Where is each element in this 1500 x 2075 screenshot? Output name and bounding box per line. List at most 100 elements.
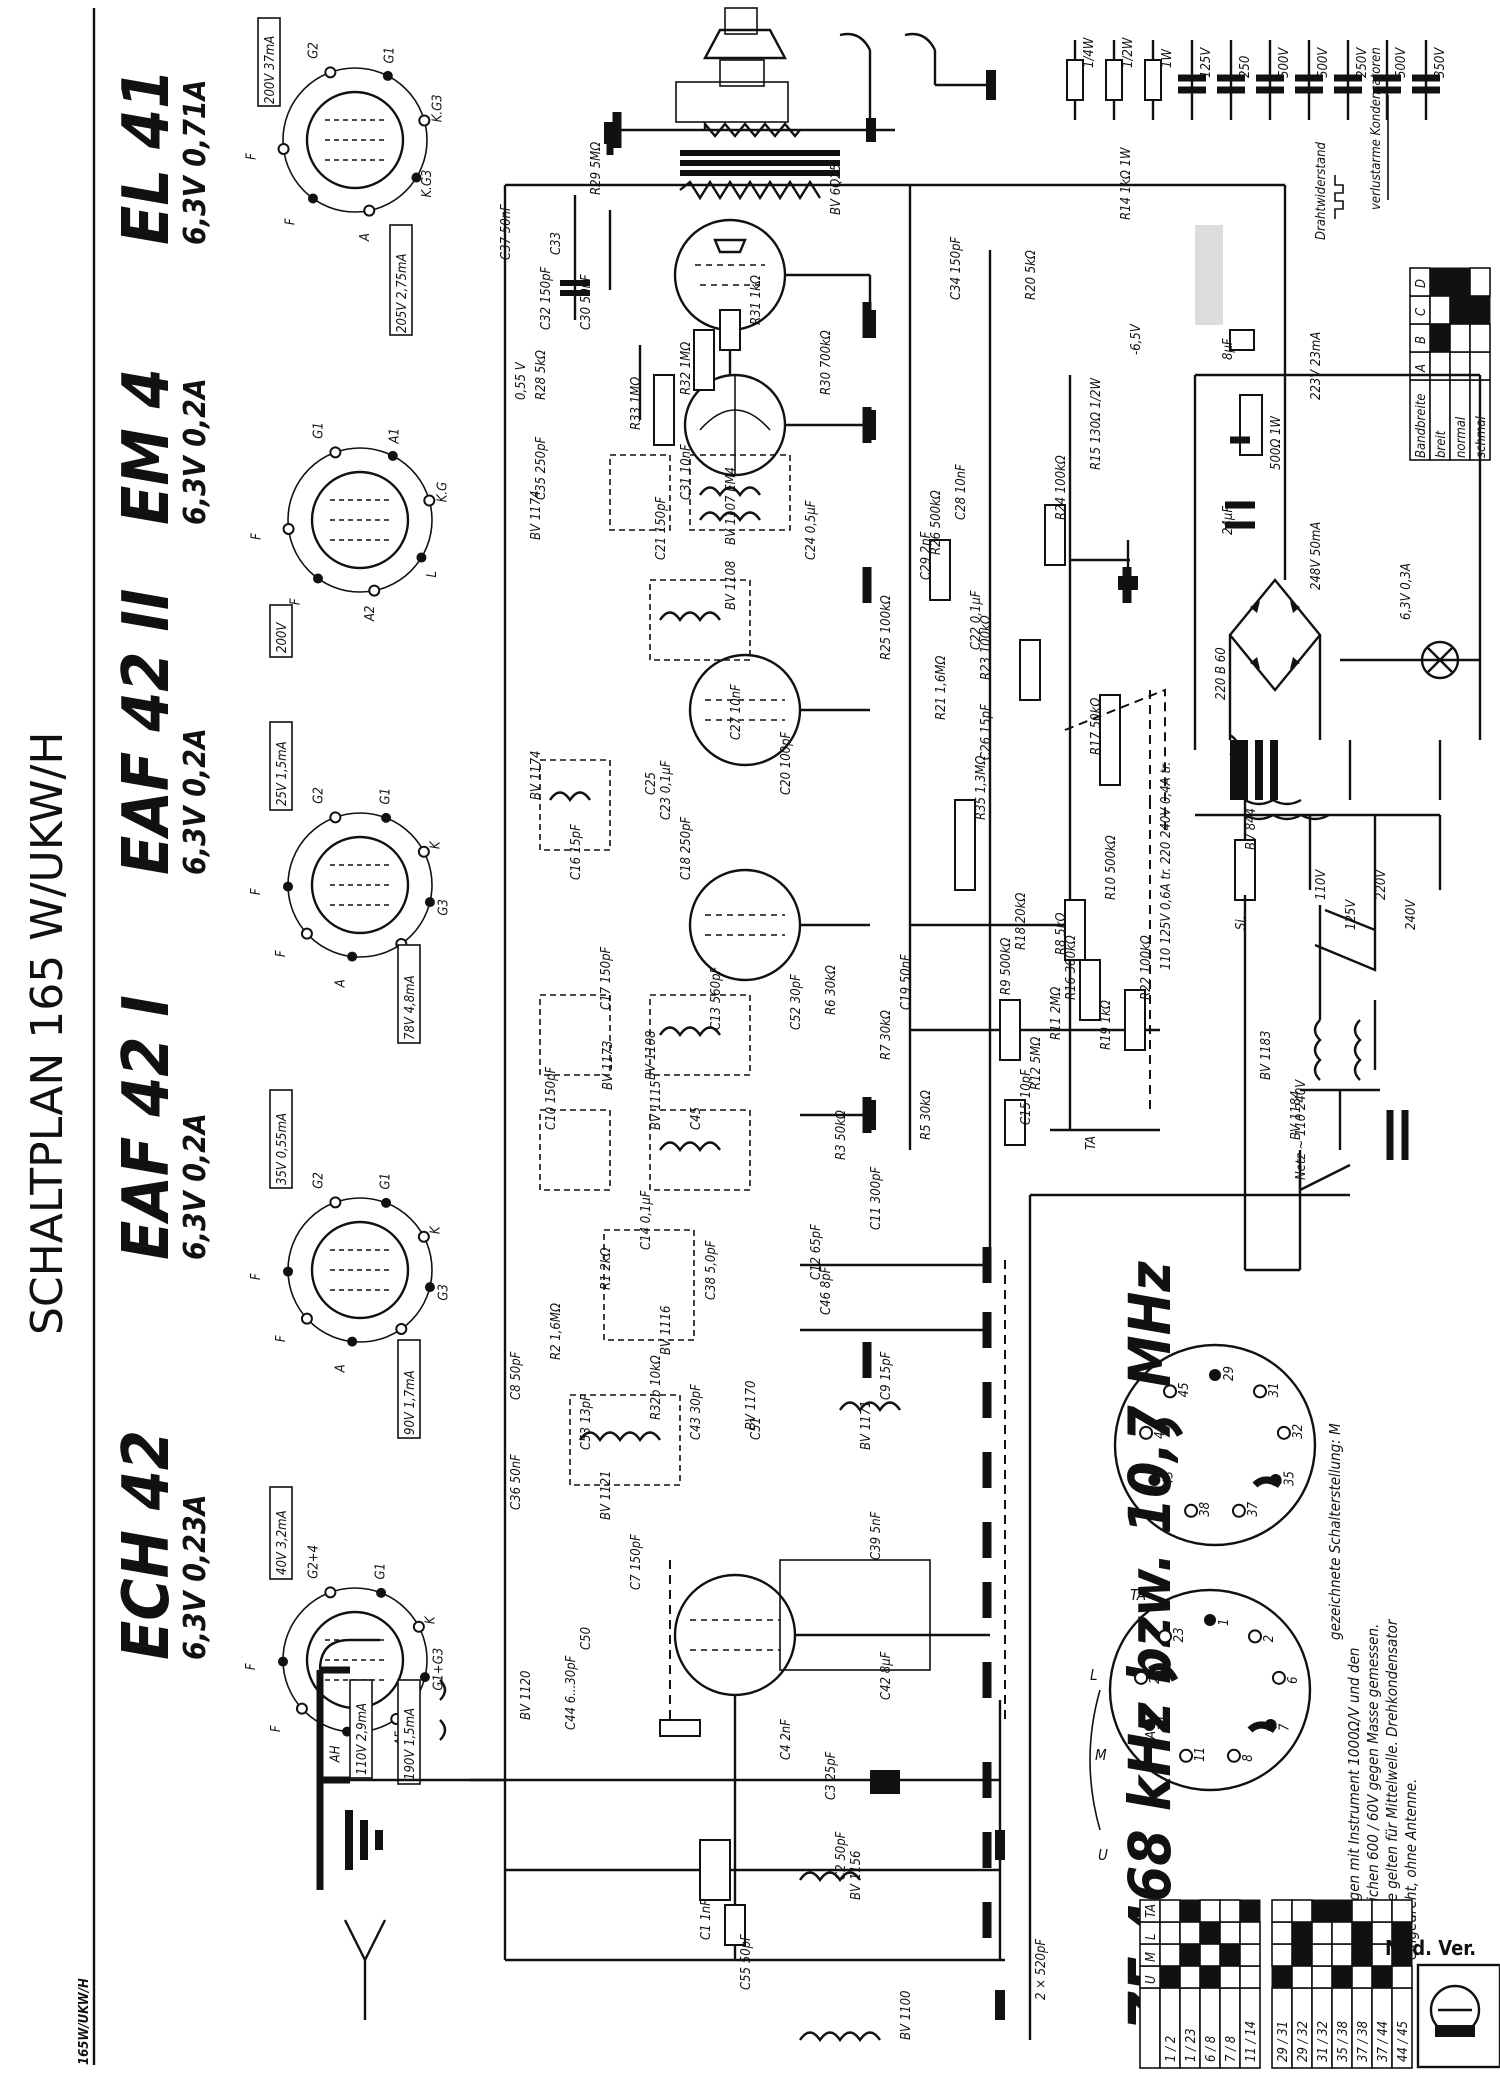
component-label: C11 300pF <box>869 1166 884 1230</box>
tube-voltage-labels: 200V 37mA 205V 2,75mA 200V 25V 1,5mA 78V… <box>257 17 421 1785</box>
switch-table-row-label: 35 / 38 <box>1336 2021 1351 2062</box>
power-rating-label: 500V <box>1316 47 1331 78</box>
coil-label: BV 1184 <box>1289 1091 1304 1141</box>
socket-pin-label: F <box>244 1663 259 1670</box>
socket-pin <box>381 812 392 823</box>
component-label: R32 1MΩ <box>679 342 694 395</box>
coil-label: BV 1171 <box>859 1401 874 1451</box>
socket-pin <box>278 1656 289 1667</box>
socket-pin-label: A2 <box>363 606 378 622</box>
socket-pin-label: G2 <box>312 1172 327 1189</box>
input-section <box>316 1638 1005 2043</box>
switch-table-cell <box>1331 1899 1353 1923</box>
component-label: R12 5MΩ <box>1029 1037 1044 1090</box>
power-supply-label: 8µF <box>1221 338 1236 360</box>
tube-envelope <box>310 1220 410 1320</box>
coil-label: BV 1121 <box>599 1471 614 1521</box>
wafer-contact <box>1226 1748 1241 1763</box>
component-label: C23 0,1µF <box>659 760 674 820</box>
switch-table-row-label: 11 / 14 <box>1244 2021 1259 2062</box>
tube-sockets: G2G1K.G3K.G3AFFG1A1K.GLA2FFG2G1KG3DAFFG2… <box>244 42 451 1763</box>
socket-pin <box>363 204 376 217</box>
switch-table-cell <box>1391 1899 1413 1923</box>
wafer-contact-label: 32 <box>1291 1424 1306 1439</box>
socket-pin-label: K.G3 <box>420 170 435 198</box>
component-label: R19 1kΩ <box>1099 1000 1114 1050</box>
power-rating-label: 250 <box>1238 56 1253 78</box>
switch-table-cell <box>1179 1965 1201 1989</box>
switch-table-cell <box>1351 1899 1373 1923</box>
wafer-contact <box>1143 1719 1156 1731</box>
ta-wafer-label: TA <box>1144 1731 1159 1745</box>
socket-pin-label: F <box>284 218 299 225</box>
power-rating-label: 125V <box>1199 47 1214 78</box>
wafer-contact <box>1134 1670 1149 1685</box>
coil-label: BV 1100 <box>899 1991 914 2041</box>
circuit-wiring <box>316 7 1482 2043</box>
wafer-position-ta: TA <box>1130 1586 1146 1604</box>
wafer-contact <box>1209 1369 1221 1381</box>
trimmer-note: 2 × 520pF <box>1034 1939 1049 2000</box>
socket-pin <box>295 1702 308 1715</box>
socket-pin <box>282 522 295 535</box>
socket-pin-label: F <box>274 950 289 957</box>
socket-pin <box>277 142 290 155</box>
component-label: R11 2MΩ <box>1049 987 1064 1040</box>
socket-pin <box>411 172 422 183</box>
component-label: R8 5kΩ <box>1054 913 1069 955</box>
socket-pin-label: K <box>428 1225 443 1234</box>
power-rating-label: 1/2W <box>1121 37 1136 68</box>
tube-name-ech42: ECH 42 <box>110 1430 184 1660</box>
socket-pin <box>324 1586 337 1599</box>
component-label: C51 <box>749 1417 764 1440</box>
el41-voltage-a: 205V 2,75mA <box>395 254 410 333</box>
coil-label: BV 1174 <box>529 491 544 541</box>
switch-table-cell <box>1159 1899 1181 1923</box>
component-label: R26 500kΩ <box>929 490 944 555</box>
power-transformer <box>1195 734 1442 821</box>
wafer-contact <box>1252 1384 1267 1399</box>
component-label: C18 250pF <box>679 816 694 880</box>
ech42-voltage-af: 110V 2,9mA <box>355 1703 370 1775</box>
component-label: C43 30pF <box>689 1384 704 1440</box>
bandwidth-row-label: breit <box>1434 430 1449 458</box>
component-label: R32b 10kΩ <box>649 1355 664 1420</box>
component-label: C34 150pF <box>949 236 964 300</box>
component-label: C55 50pF <box>739 1934 754 1990</box>
socket-pin <box>418 114 431 127</box>
switch-table-header: M <box>1144 1952 1159 1962</box>
bandwidth-row-label: normal <box>1454 416 1469 458</box>
bandwidth-row-label: Bandbreite <box>1414 394 1429 459</box>
socket-pin <box>368 584 381 597</box>
component-label: C4 2nF <box>779 1719 794 1760</box>
component-label: R17 50kΩ <box>1089 698 1104 755</box>
component-label: C22 0,1µF <box>969 590 984 650</box>
component-label: C29 2nF <box>919 531 934 580</box>
socket-pin-label: A <box>334 979 349 988</box>
component-label: R10 500kΩ <box>1104 835 1119 900</box>
switch-table-cell <box>1371 1965 1393 1989</box>
wafer-contact <box>1204 1614 1216 1626</box>
switch-table-row-label: 31 / 32 <box>1316 2021 1331 2062</box>
component-label: C52 30pF <box>789 974 804 1030</box>
component-label: C15 10pF <box>1019 1069 1034 1125</box>
el41-output-stage <box>560 195 876 375</box>
component-label: C31 10nF <box>679 444 694 500</box>
tube-envelope <box>310 835 410 935</box>
socket-pin <box>329 446 342 459</box>
socket-pin <box>417 845 430 858</box>
wafer-contact-label: 6 <box>1286 1676 1301 1683</box>
verlustarme-label: verlustarme Kondensatoren <box>1369 47 1384 210</box>
switch-table-row-label: 6 / 8 <box>1204 2036 1219 2062</box>
wafer-contact-label: 29 <box>1222 1366 1237 1381</box>
socket-pin <box>283 1266 294 1277</box>
component-label: R5 30kΩ <box>919 1090 934 1140</box>
mains-tap-label: 110V <box>1314 869 1329 900</box>
socket-pin-label: F <box>250 533 265 540</box>
socket-pin-label: G2+4 <box>307 1545 322 1579</box>
switch-table-cell <box>1199 1943 1221 1967</box>
switch-table-cell <box>1351 1965 1373 1989</box>
